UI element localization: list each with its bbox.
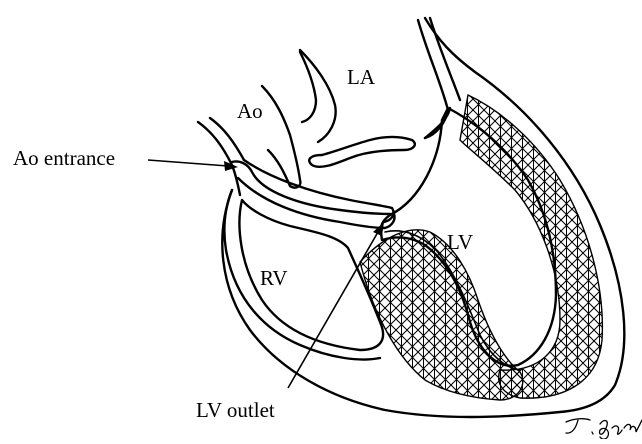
la-outline-right-inner: [430, 18, 460, 100]
aortic-leaflet: [232, 161, 390, 214]
mitral-valve: [309, 137, 415, 167]
rv-label: RV: [260, 268, 288, 289]
ao-label: Ao: [237, 101, 263, 122]
ao-entrance-label: Ao entrance: [13, 148, 115, 169]
artist-signature: [566, 419, 642, 439]
aorta-wall-left: [198, 122, 240, 195]
lv-label: LV: [447, 232, 473, 253]
ao-entrance-pointer: [148, 160, 228, 166]
lv-outlet-label: LV outlet: [196, 400, 275, 421]
la-label: LA: [347, 67, 375, 88]
lv-outlet-pointer: [288, 232, 378, 388]
septum-hatch: [360, 230, 523, 400]
aorta-wall-right-inner: [300, 52, 316, 122]
